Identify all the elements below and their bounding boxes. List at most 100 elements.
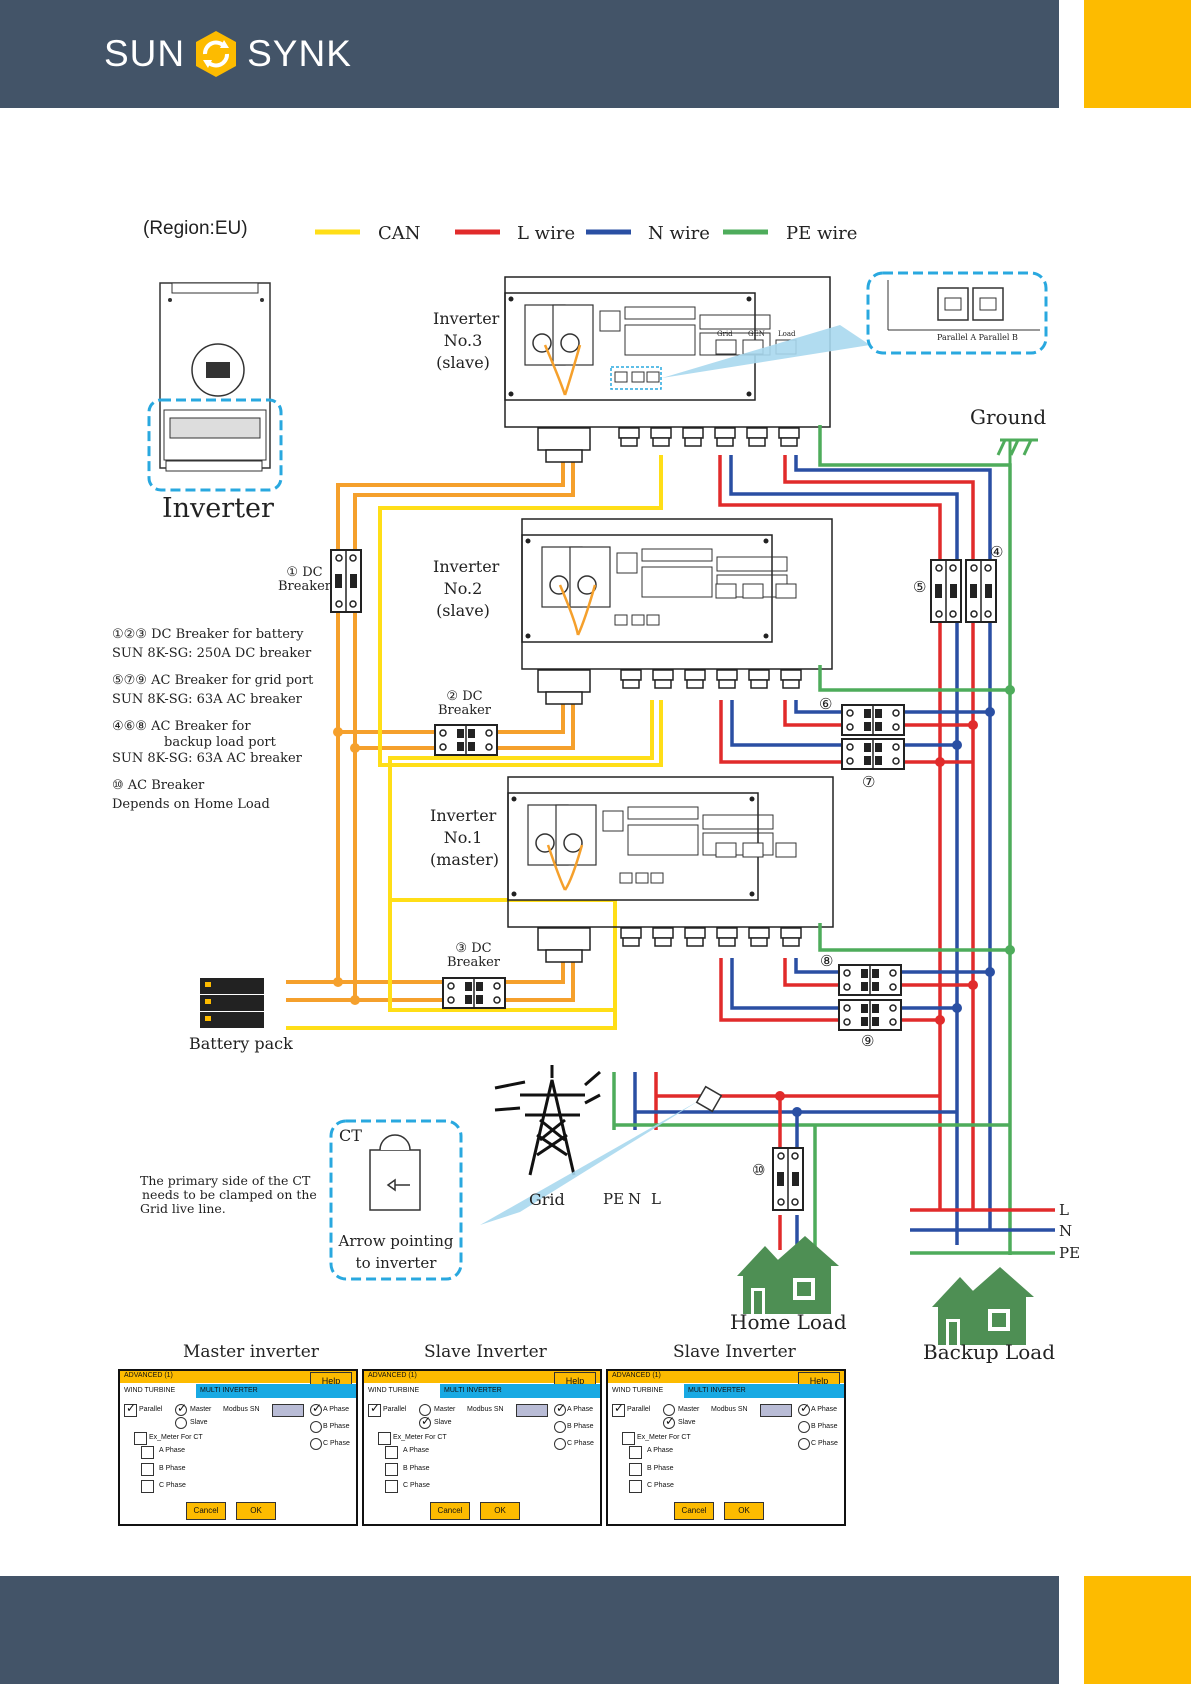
parallel-checkbox[interactable]: ✓ — [612, 1401, 625, 1417]
modbus-sn-label: Modbus SN — [467, 1406, 504, 1413]
logo-text-left: SUN — [104, 33, 186, 74]
ex-meter-checkbox[interactable] — [134, 1432, 147, 1445]
tab-wind-turbine[interactable]: WIND TURBINE — [368, 1387, 420, 1394]
tab-multi-inverter[interactable]: MULTI INVERTER — [684, 1384, 844, 1398]
ac-breaker-6 — [841, 704, 905, 736]
ok-button[interactable]: OK — [236, 1502, 276, 1520]
cancel-button[interactable]: Cancel — [430, 1502, 470, 1520]
master-radio[interactable]: ✓ — [175, 1401, 188, 1416]
a-phase-radio[interactable]: ✓ — [554, 1401, 567, 1416]
parallel-checkbox[interactable]: ✓ — [368, 1401, 381, 1417]
b-phase-radio[interactable] — [798, 1421, 810, 1433]
legend-l-wire-label: L wire — [517, 223, 576, 244]
c-phase-radio[interactable] — [798, 1438, 810, 1450]
parallel-checkbox[interactable]: ✓ — [124, 1401, 137, 1417]
master-label: Master — [434, 1406, 456, 1413]
ct-label: CT — [339, 1126, 362, 1145]
page-footer-band — [0, 1576, 1059, 1684]
dc-breaker-1 — [330, 549, 362, 613]
slave-radio[interactable]: ✓ — [175, 1417, 187, 1429]
backup-n-label: N — [1059, 1222, 1073, 1240]
ct-b-phase-checkbox[interactable] — [385, 1463, 398, 1476]
logo-sun-icon — [196, 31, 237, 77]
home-load-label: Home Load — [730, 1310, 847, 1334]
a-phase-radio[interactable]: ✓ — [798, 1401, 811, 1416]
breaker-8-number: ⑧ — [820, 952, 834, 970]
tab-wind-turbine[interactable]: WIND TURBINE — [612, 1387, 664, 1394]
b-phase-label: B Phase — [811, 1423, 838, 1430]
tab-multi-inverter[interactable]: MULTI INVERTER — [196, 1384, 356, 1398]
ex-meter-checkbox[interactable] — [622, 1432, 635, 1445]
ct-c-phase-label: C Phase — [647, 1482, 674, 1489]
ex-meter-label: Ex_Meter For CT — [637, 1434, 691, 1441]
ct-a-phase-checkbox[interactable] — [385, 1446, 398, 1459]
ct-c-phase-checkbox[interactable] — [385, 1480, 398, 1493]
c-phase-label: C Phase — [323, 1440, 350, 1447]
b-phase-label: B Phase — [323, 1423, 350, 1430]
ct-c-phase-checkbox[interactable] — [141, 1480, 154, 1493]
panel-title-bar: ADVANCED (1) — [608, 1371, 844, 1383]
tab-wind-turbine[interactable]: WIND TURBINE — [124, 1387, 176, 1394]
backup-pe-label: PE — [1059, 1244, 1081, 1262]
breaker-6-number: ⑥ — [819, 695, 833, 713]
ex-meter-label: Ex_Meter For CT — [149, 1434, 203, 1441]
ct-c-phase-checkbox[interactable] — [629, 1480, 642, 1493]
c-phase-radio[interactable] — [554, 1438, 566, 1450]
ct-b-phase-label: B Phase — [159, 1465, 186, 1472]
ct-b-phase-checkbox[interactable] — [141, 1463, 154, 1476]
home-load-icon — [737, 1236, 839, 1314]
b-phase-radio[interactable] — [554, 1421, 566, 1433]
gen-terminal-label: GEN — [748, 330, 765, 338]
dc-breaker-2 — [434, 724, 498, 756]
slave-label: Slave — [434, 1419, 452, 1426]
slave-label: Slave — [190, 1419, 208, 1426]
panel-1-caption: Master inverter — [183, 1342, 319, 1362]
slave-radio[interactable]: ✓ — [419, 1414, 432, 1429]
ct-a-phase-checkbox[interactable] — [141, 1446, 154, 1459]
ex-meter-checkbox[interactable] — [378, 1432, 391, 1445]
tab-multi-inverter[interactable]: MULTI INVERTER — [440, 1384, 600, 1398]
multi-inverter-settings-panel-1: ADVANCED (1) Help WIND TURBINE MULTI INV… — [118, 1369, 358, 1526]
ac-breaker-10 — [772, 1147, 804, 1211]
c-phase-radio[interactable] — [310, 1438, 322, 1450]
cancel-button[interactable]: Cancel — [674, 1502, 714, 1520]
panel-2-caption: Slave Inverter — [424, 1342, 547, 1362]
a-phase-label: A Phase — [323, 1406, 350, 1413]
ct-b-phase-checkbox[interactable] — [629, 1463, 642, 1476]
inverter-product-image — [147, 282, 283, 492]
master-radio[interactable]: ✓ — [663, 1404, 675, 1416]
ct-a-phase-checkbox[interactable] — [629, 1446, 642, 1459]
cancel-button[interactable]: Cancel — [186, 1502, 226, 1520]
breaker-notes: ①②③ DC Breaker for battery SUN 8K-SG: 25… — [112, 627, 314, 812]
ac-breaker-8 — [838, 964, 902, 996]
breaker-9-number: ⑨ — [861, 1032, 875, 1050]
multi-inverter-settings-panel-2: ADVANCED (1) Help WIND TURBINE MULTI INV… — [362, 1369, 602, 1526]
modbus-sn-input[interactable] — [272, 1404, 304, 1417]
master-radio[interactable]: ✓ — [419, 1404, 431, 1416]
battery-pack-label: Battery pack — [189, 1034, 293, 1053]
ct-c-phase-label: C Phase — [159, 1482, 186, 1489]
panel-title: ADVANCED (1) — [612, 1372, 661, 1379]
panel-title: ADVANCED (1) — [368, 1372, 417, 1379]
panel-title-bar: ADVANCED (1) — [120, 1371, 356, 1383]
ok-button[interactable]: OK — [480, 1502, 520, 1520]
a-phase-radio[interactable]: ✓ — [310, 1401, 323, 1416]
slave-radio[interactable]: ✓ — [663, 1414, 676, 1429]
ok-button[interactable]: OK — [724, 1502, 764, 1520]
modbus-sn-input[interactable] — [516, 1404, 548, 1417]
ct-a-phase-label: A Phase — [403, 1447, 430, 1454]
ct-c-phase-label: C Phase — [403, 1482, 430, 1489]
ground-label: Ground — [970, 405, 1047, 429]
modbus-sn-label: Modbus SN — [711, 1406, 748, 1413]
modbus-sn-input[interactable] — [760, 1404, 792, 1417]
a-phase-label: A Phase — [811, 1406, 838, 1413]
grid-pe-label: PE — [603, 1190, 625, 1208]
slave-label: Slave — [678, 1419, 696, 1426]
b-phase-radio[interactable] — [310, 1421, 322, 1433]
